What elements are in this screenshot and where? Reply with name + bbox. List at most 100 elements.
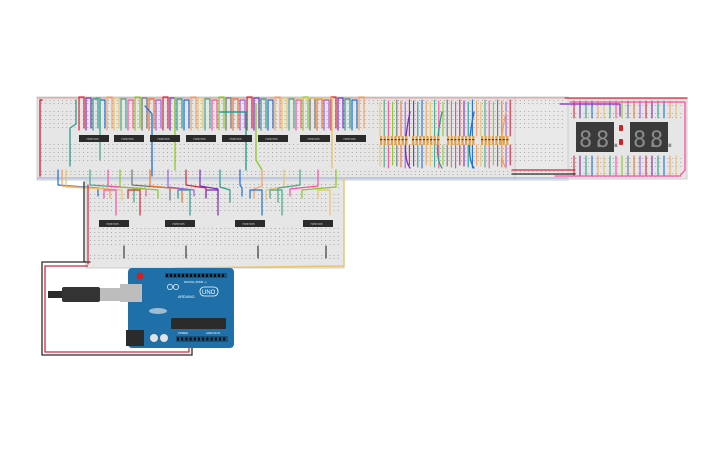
jumper-wire[interactable] (559, 103, 621, 117)
jumper-wire[interactable] (119, 169, 159, 199)
jumper-wire[interactable] (255, 103, 263, 171)
jumper-wire[interactable] (316, 98, 323, 131)
jumper-wire[interactable] (106, 96, 113, 131)
jumper-wire[interactable] (69, 99, 77, 167)
jumper-wire[interactable] (295, 99, 302, 131)
breadboard-hole (337, 184, 339, 185)
jumper-wire[interactable] (39, 99, 43, 177)
jumper-wire[interactable] (225, 97, 232, 131)
jumper-wire[interactable] (274, 96, 281, 131)
usb-cable[interactable] (48, 287, 120, 302)
jumper-wire[interactable] (269, 189, 283, 216)
jumper-wire[interactable] (155, 99, 162, 131)
jumper-wire[interactable] (351, 99, 358, 131)
display-left[interactable]: 8. 8. (576, 122, 623, 153)
gnd-wire[interactable] (41, 261, 193, 356)
jumper-wire[interactable] (65, 169, 123, 201)
jumper-wire[interactable] (103, 189, 117, 216)
jumper-wire[interactable] (404, 111, 411, 169)
jumper-wire[interactable] (358, 96, 365, 131)
arduino-uno[interactable]: UNO ARDUINO DIGITAL (PWM ~) ANALOG IN PO… (120, 268, 234, 348)
shift-register-chip[interactable]: 74HC595 (336, 135, 366, 142)
jumper-wire[interactable] (267, 99, 274, 131)
shift-register-chip[interactable]: 74HC595 (258, 135, 288, 142)
jumper-wire[interactable] (176, 98, 183, 131)
jumper-wire[interactable] (239, 99, 246, 131)
jumper-wire[interactable] (323, 99, 330, 131)
jumper-wire[interactable] (468, 111, 475, 169)
resistor-bank[interactable] (380, 136, 408, 145)
jumper-wire[interactable] (177, 189, 191, 216)
jumper-wire[interactable] (330, 96, 337, 131)
jumper-wire[interactable] (260, 98, 267, 131)
jumper-wire[interactable] (174, 177, 345, 269)
shift-register-chip[interactable]: 74HC595 (235, 220, 265, 227)
jumper-wire[interactable] (249, 189, 263, 216)
jumper-wire[interactable] (141, 97, 148, 131)
jumper-wire[interactable] (205, 189, 219, 216)
resistor-bank[interactable] (481, 136, 509, 145)
shift-register-chip[interactable]: 74HC595 (222, 135, 252, 142)
jumper-wire[interactable] (85, 97, 92, 131)
shift-register-chip[interactable]: 74HC595 (99, 220, 129, 227)
shift-register-chip[interactable]: 74HC595 (79, 135, 109, 142)
jumper-wire[interactable] (301, 169, 337, 199)
vcc-wire[interactable] (44, 265, 190, 353)
jumper-wire[interactable] (277, 169, 301, 203)
shift-register-chip[interactable]: 74HC595 (114, 135, 144, 142)
jumper-wire[interactable] (197, 97, 204, 131)
wire-bundle[interactable] (39, 96, 688, 269)
jumper-wire[interactable] (554, 101, 686, 177)
jumper-wire[interactable] (219, 169, 231, 203)
jumper-wire[interactable] (134, 96, 141, 131)
jumper-wire[interactable] (239, 169, 243, 197)
shift-register-chip[interactable]: 74HC595 (150, 135, 180, 142)
jumper-wire[interactable] (302, 96, 309, 131)
jumper-wire[interactable] (113, 97, 120, 131)
jumper-wire[interactable] (211, 99, 218, 131)
jumper-wire[interactable] (127, 99, 134, 131)
jumper-wire[interactable] (281, 97, 288, 131)
jumper-wire[interactable] (92, 98, 99, 131)
jumper-wire[interactable] (295, 97, 333, 169)
jumper-wire[interactable] (204, 98, 211, 131)
analog-header[interactable] (176, 336, 228, 342)
jumper-wire[interactable] (120, 98, 127, 131)
jumper-wire[interactable] (246, 96, 253, 131)
jumper-wire[interactable] (265, 169, 285, 201)
jumper-wire[interactable] (127, 189, 141, 216)
shift-register-chip[interactable]: 74HC595 (300, 135, 330, 142)
shift-register-chip[interactable]: 74HC595 (165, 220, 195, 227)
display-right[interactable]: 8. 8. (630, 122, 677, 153)
jumper-wire[interactable] (162, 96, 169, 131)
jumper-wire[interactable] (337, 97, 344, 131)
jumper-wire[interactable] (289, 169, 319, 197)
breadboard-hole (435, 144, 437, 145)
resistor-bank[interactable] (447, 136, 475, 145)
breadboard-hole (461, 152, 462, 153)
jumper-wire[interactable] (190, 96, 197, 131)
resistor-bank[interactable] (412, 136, 440, 145)
jumper-wire[interactable] (232, 98, 239, 131)
jumper-wire[interactable] (253, 169, 263, 199)
jumper-wire[interactable] (148, 98, 155, 131)
jumper-wire[interactable] (253, 97, 260, 131)
jumper-wire[interactable] (149, 169, 183, 203)
breadboard-hole (251, 148, 252, 149)
reset-button[interactable] (136, 272, 144, 280)
jumper-wire[interactable] (144, 105, 153, 177)
jumper-wire[interactable] (167, 169, 195, 197)
colon-leds[interactable] (619, 125, 623, 145)
jumper-wire[interactable] (183, 99, 190, 131)
shift-register-chip[interactable]: 74HC595 (303, 220, 333, 227)
breadboard-hole (251, 156, 252, 157)
jumper-wire[interactable] (288, 98, 295, 131)
shift-register-chip[interactable]: 74HC595 (186, 135, 216, 142)
jumper-wire[interactable] (317, 189, 331, 216)
jumper-wire[interactable] (500, 111, 507, 169)
jumper-wire[interactable] (78, 96, 85, 131)
jumper-wire[interactable] (436, 111, 443, 169)
jumper-wire[interactable] (344, 98, 351, 131)
jumper-wire[interactable] (219, 111, 247, 171)
